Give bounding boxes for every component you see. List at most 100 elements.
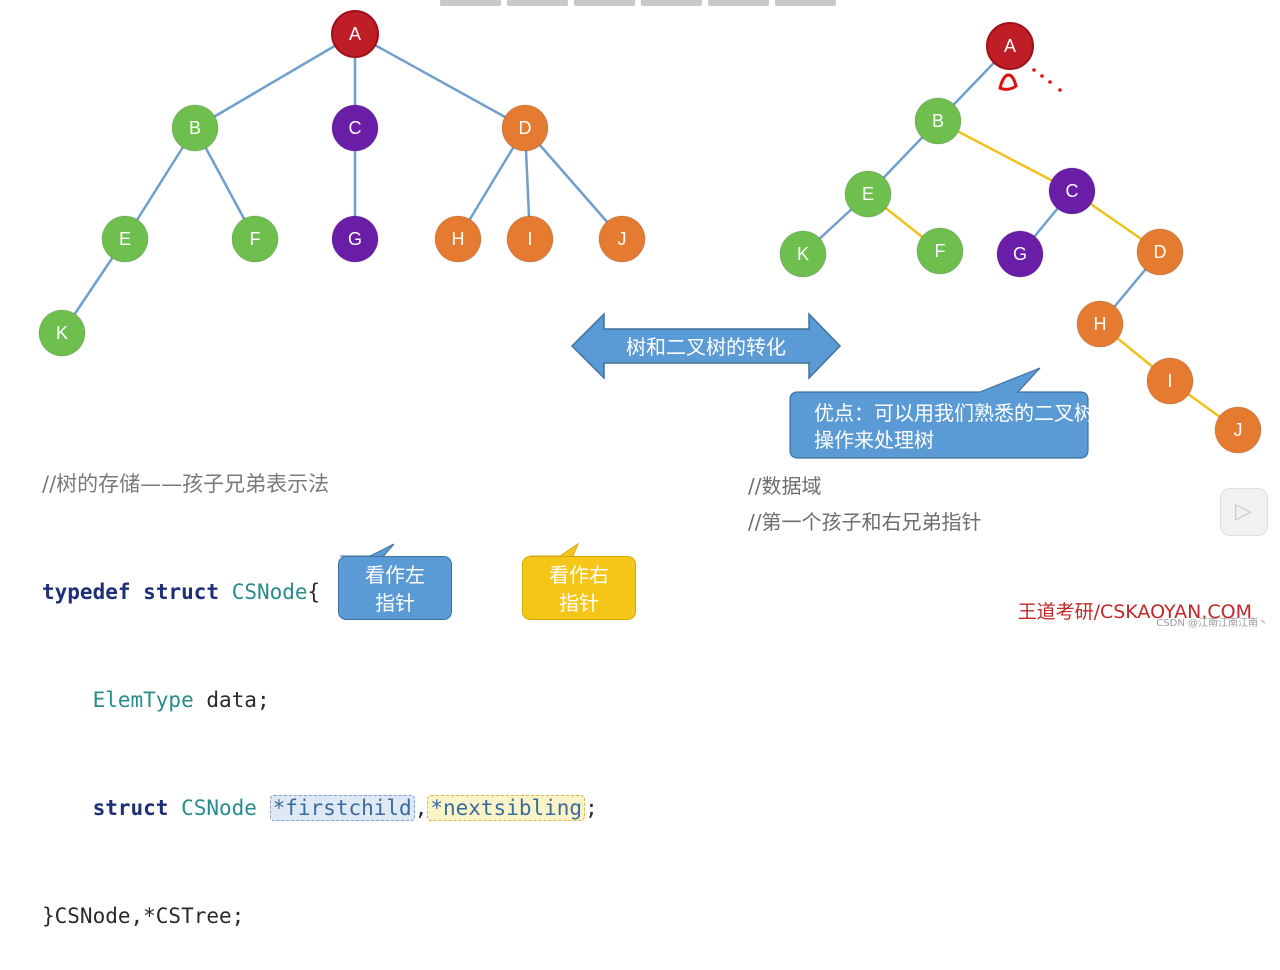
left-tree-node-label: I bbox=[527, 229, 532, 249]
right-tree-node-circle bbox=[914, 97, 962, 145]
code-keyword-struct: struct bbox=[143, 580, 220, 604]
left-tree-node-label: B bbox=[189, 118, 201, 138]
left-tree-node-b: B bbox=[171, 104, 219, 152]
top-tab[interactable] bbox=[507, 0, 568, 6]
nextsibling-field: *nextsibling bbox=[427, 795, 586, 821]
right-tree-node-circle bbox=[986, 22, 1034, 70]
left-tree-node-circle bbox=[331, 104, 379, 152]
conversion-arrow: 树和二叉树的转化 bbox=[570, 312, 842, 380]
right-tree-node-circle bbox=[779, 230, 827, 278]
code-keyword-struct: struct bbox=[92, 796, 169, 820]
code-type-csnode: CSNode bbox=[231, 580, 308, 604]
code-data-field: data; bbox=[193, 688, 270, 712]
advantage-callout-text: 优点：可以用我们熟悉的二叉树操作来处理树 bbox=[814, 401, 1094, 452]
code-elemtype: ElemType bbox=[92, 688, 194, 712]
code-block: //树的存储——孩子兄弟表示法 typedef struct CSNode{ E… bbox=[42, 394, 598, 970]
right-tree-node-circle bbox=[844, 170, 892, 218]
left-tree-node-label: H bbox=[452, 229, 465, 249]
right-tree-node-label: K bbox=[797, 244, 809, 264]
left-tree-node-label: F bbox=[250, 229, 261, 249]
right-tree-node-circle bbox=[916, 227, 964, 275]
code-comment: //树的存储——孩子兄弟表示法 bbox=[42, 472, 330, 496]
right-tree-node-g: G bbox=[996, 230, 1044, 278]
left-tree-node-e: E bbox=[101, 215, 149, 263]
left-tree-node-label: C bbox=[349, 118, 362, 138]
code-brace-open: { bbox=[307, 580, 321, 604]
top-tab[interactable] bbox=[708, 0, 769, 6]
left-tree-node-a: A bbox=[331, 10, 379, 58]
right-tree-node-label: I bbox=[1167, 371, 1172, 391]
left-tree-edge bbox=[194, 32, 356, 130]
credit-watermark: CSDN @江南江南江南丶 bbox=[1156, 618, 1268, 629]
right-tree-node-circle bbox=[1136, 228, 1184, 276]
top-tab[interactable] bbox=[440, 0, 501, 6]
right-tree-node-label: B bbox=[932, 111, 944, 131]
right-tree-sibling-edge bbox=[937, 119, 1073, 193]
left-pointer-callout: 看作左指针 bbox=[338, 556, 452, 620]
right-tree-node-i: I bbox=[1146, 357, 1194, 405]
right-pointer-callout: 看作右指针 bbox=[522, 556, 636, 620]
code-type-csnode: CSNode bbox=[181, 796, 257, 820]
comment-data-field: //数据域 bbox=[748, 474, 822, 498]
brand-watermark: 王道考研/CSKAOYAN.COM bbox=[1017, 601, 1252, 623]
right-tree-node-a: A bbox=[986, 22, 1034, 70]
right-tree-node-label: H bbox=[1094, 314, 1107, 334]
top-tab[interactable] bbox=[641, 0, 702, 6]
top-tab[interactable] bbox=[574, 0, 635, 6]
left-tree-node-label: G bbox=[348, 229, 362, 249]
left-tree-node-circle bbox=[171, 104, 219, 152]
play-button[interactable]: ▷ bbox=[1220, 488, 1268, 536]
comment-pointers: //第一个孩子和右兄弟指针 bbox=[748, 510, 982, 534]
left-tree-node-circle bbox=[506, 215, 554, 263]
right-tree-node-c: C bbox=[1048, 167, 1096, 215]
left-tree-node-circle bbox=[598, 215, 646, 263]
arrow-label: 树和二叉树的转化 bbox=[626, 335, 786, 359]
right-tree-node-circle bbox=[1076, 300, 1124, 348]
right-tree-node-circle bbox=[1048, 167, 1096, 215]
left-tree-node-label: K bbox=[56, 323, 68, 343]
left-tree-node-circle bbox=[38, 309, 86, 357]
right-tree-node-e: E bbox=[844, 170, 892, 218]
right-tree-node-b: B bbox=[914, 97, 962, 145]
left-tree-node-circle bbox=[434, 215, 482, 263]
left-tree-node-c: C bbox=[331, 104, 379, 152]
code-keyword-typedef: typedef bbox=[42, 580, 131, 604]
left-tree-node-circle bbox=[331, 215, 379, 263]
code-comma: , bbox=[414, 796, 428, 820]
code-semicolon: ; bbox=[585, 796, 598, 820]
left-tree-node-label: D bbox=[519, 118, 532, 138]
left-tree-node-h: H bbox=[434, 215, 482, 263]
left-tree-node-circle bbox=[331, 10, 379, 58]
advantage-callout bbox=[789, 367, 1089, 459]
right-tree-node-circle bbox=[1146, 357, 1194, 405]
left-tree-node-label: A bbox=[349, 24, 361, 44]
code-closing: }CSNode,*CSTree; bbox=[42, 904, 245, 928]
firstchild-field: *firstchild bbox=[269, 795, 415, 821]
left-tree-node-label: E bbox=[119, 229, 131, 249]
right-tree-node-label: D bbox=[1154, 242, 1167, 262]
left-tree-node-k: K bbox=[38, 309, 86, 357]
left-tree-edges bbox=[60, 32, 623, 334]
top-tab[interactable] bbox=[775, 0, 836, 6]
right-tree-node-k: K bbox=[779, 230, 827, 278]
left-tree-node-circle bbox=[231, 215, 279, 263]
left-tree-node-f: F bbox=[231, 215, 279, 263]
right-tree-node-circle bbox=[996, 230, 1044, 278]
play-icon: ▷ bbox=[1235, 499, 1252, 524]
left-tree-node-d: D bbox=[501, 104, 549, 152]
left-tree-edge bbox=[524, 127, 623, 240]
right-tree-node-label: E bbox=[862, 184, 874, 204]
right-tree-node-h: H bbox=[1076, 300, 1124, 348]
right-tree-node-label: J bbox=[1234, 420, 1243, 440]
left-tree-node-i: I bbox=[506, 215, 554, 263]
left-tree-edge bbox=[354, 32, 526, 130]
right-tree-node-circle bbox=[1214, 406, 1262, 454]
right-tree-node-f: F bbox=[916, 227, 964, 275]
right-tree-node-j: J bbox=[1214, 406, 1262, 454]
left-tree-node-circle bbox=[101, 215, 149, 263]
right-tree-node-label: C bbox=[1066, 181, 1079, 201]
left-tree-node-circle bbox=[501, 104, 549, 152]
left-tree-node-j: J bbox=[598, 215, 646, 263]
left-tree-node-g: G bbox=[331, 215, 379, 263]
